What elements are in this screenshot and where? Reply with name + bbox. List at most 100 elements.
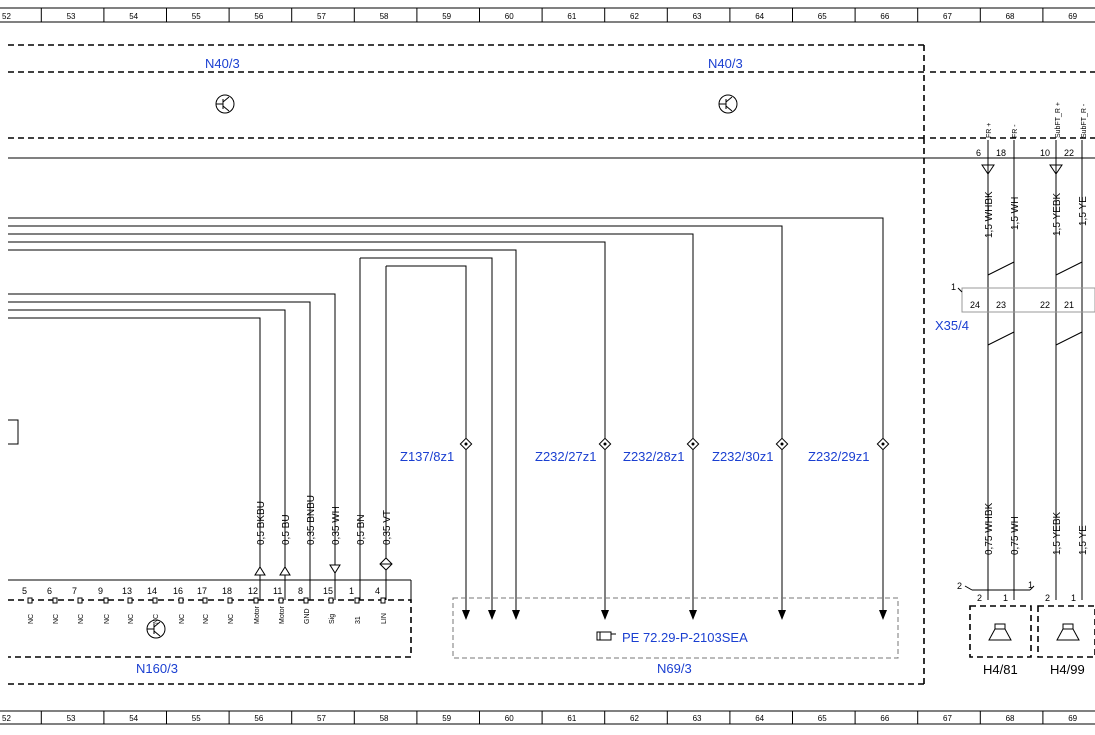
n160-pin-number: 16 [173, 586, 183, 596]
pin-terminal [303, 597, 309, 604]
x35-label: X35/4 [935, 318, 969, 333]
n160-pin-number: 13 [122, 586, 132, 596]
n69-label: N69/3 [657, 661, 692, 676]
ruler-label: 59 [442, 12, 451, 21]
n40-right-label: N40/3 [708, 56, 743, 71]
n160-pin-label: GND [304, 608, 311, 624]
transistor-icon [718, 94, 738, 114]
n160-pin-number: 11 [273, 586, 282, 596]
ruler-label: 57 [317, 714, 326, 723]
ruler-label: 66 [880, 714, 889, 723]
n160-pin-number: 8 [298, 586, 303, 596]
n160-pin-number: 15 [323, 586, 333, 596]
wire-label: 1,5 YEBK [1052, 192, 1063, 236]
pin-number: 22 [1064, 148, 1074, 158]
ruler-label: 54 [129, 12, 138, 21]
ruler-label: 61 [567, 714, 576, 723]
pin-number: 21 [1064, 300, 1074, 310]
n160-pin-number: 18 [222, 586, 232, 596]
speaker-icon [1056, 623, 1080, 641]
ruler-label: 56 [254, 714, 263, 723]
n160-pin-label: NC [78, 614, 85, 624]
ruler-label: 55 [192, 714, 201, 723]
ruler-label: 61 [567, 12, 576, 21]
ruler-label: 64 [755, 714, 764, 723]
ruler-label: 65 [818, 12, 827, 21]
ruler-label: 55 [192, 12, 201, 21]
module-n69: PE 72.29-P-2103SEA N69/3 [452, 597, 899, 676]
pin-terminal [227, 597, 233, 604]
wire-label: 1,5 WH [1010, 197, 1021, 230]
pin-number: 23 [996, 300, 1006, 310]
module-n160: 5NC6NC7NC9NC13NC14NC16NC17NC18NC12Motor1… [8, 579, 412, 676]
right-wiring: FR + FR - SubFT_R + SubFT_R - 6 18 10 22… [935, 102, 1095, 677]
n160-pin-label: NC [53, 614, 60, 624]
pin-terminal [52, 597, 58, 604]
ruler-label: 69 [1068, 12, 1077, 21]
wire-label: 0,5 BN [356, 514, 367, 545]
pin-number: 2 [977, 593, 982, 603]
pin-terminal [103, 597, 109, 604]
n160-pin-symbols [254, 557, 393, 600]
ruler-label: 60 [505, 714, 514, 723]
n160-pin-label: Motor [254, 605, 261, 624]
ruler-label: 53 [67, 714, 76, 723]
speaker-icon [988, 623, 1012, 641]
ruler-label: 68 [1006, 12, 1015, 21]
pin-number: 24 [970, 300, 980, 310]
pin-label: FR - [1012, 124, 1019, 138]
ruler-label: 63 [693, 714, 702, 723]
ruler-label: 64 [755, 12, 764, 21]
ruler-label: 63 [693, 12, 702, 21]
h499-label: H4/99 [1050, 662, 1085, 677]
wire-label: 1,5 YE [1078, 196, 1089, 226]
pin-number: 1 [1003, 593, 1008, 603]
ruler-label: 67 [943, 714, 952, 723]
pin-number: 10 [1040, 148, 1050, 158]
pin-label: FR + [986, 123, 993, 138]
connector-z232-29: Z232/29z1 [808, 449, 869, 464]
wire-label: 0,75 WHBK [984, 502, 995, 555]
n160-pin-label: NC [153, 614, 160, 624]
wire-label: 0,35 BNBU [306, 495, 317, 545]
n160-pin-label: Motor [279, 605, 286, 624]
n160-label: N160/3 [136, 661, 178, 676]
n160-pin-label: NC [28, 614, 35, 624]
connector-z232-27: Z232/27z1 [535, 449, 596, 464]
n160-pin-label: NC [128, 614, 135, 624]
reference-link[interactable]: PE 72.29-P-2103SEA [622, 630, 748, 645]
pin-terminal [202, 597, 208, 604]
pin-terminal [328, 597, 334, 604]
wire-label: 1,5 WHBK [984, 191, 995, 238]
n40-left-label: N40/3 [205, 56, 240, 71]
pin-number: 1 [1071, 593, 1076, 603]
ruler-label: 62 [630, 714, 639, 723]
pin-number: 6 [976, 148, 981, 158]
pin-label: SubFT_R + [1055, 102, 1062, 138]
pin-terminal [354, 597, 360, 604]
n160-pin-number: 5 [22, 586, 27, 596]
wire-label: 0,5 BU [281, 514, 292, 545]
n160-pin-label: 31 [355, 616, 362, 624]
wire-label: 1,5 YE [1078, 525, 1089, 555]
signal-wires [8, 217, 884, 610]
n160-pin-number: 4 [375, 586, 380, 596]
ruler-label: 53 [67, 12, 76, 21]
h481-label: H4/81 [983, 662, 1018, 677]
ruler-label: 57 [317, 12, 326, 21]
ruler-label: 52 [2, 12, 11, 21]
splice-points [459, 437, 890, 451]
pin-number: 2 [957, 581, 962, 591]
ruler-label: 56 [254, 12, 263, 21]
pin-terminal [253, 597, 259, 604]
n160-pin-number: 1 [349, 586, 354, 596]
ruler-label: 52 [2, 714, 11, 723]
ruler-label: 65 [818, 714, 827, 723]
pin-terminal [278, 597, 284, 604]
ruler-label: 68 [1006, 714, 1015, 723]
transistor-icon [146, 619, 166, 639]
connector-z232-30: Z232/30z1 [712, 449, 773, 464]
